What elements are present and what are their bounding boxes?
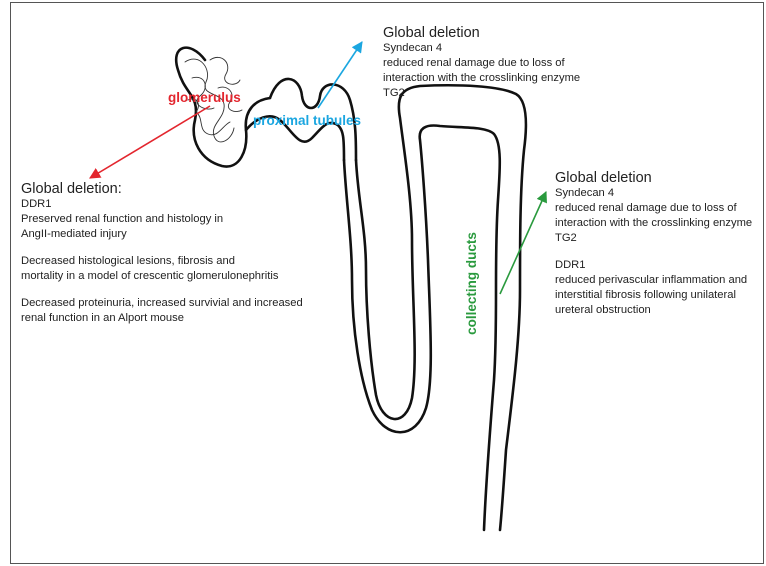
annotation-line: AngII-mediated injury <box>21 227 303 242</box>
glomerulus-annotation-heading: Global deletion: <box>21 181 303 197</box>
annotation-line: reduced perivascular inflammation and <box>555 273 752 288</box>
annotation-line: DDR1 <box>555 258 752 273</box>
annotation-line: reduced renal damage due to loss of <box>555 201 752 216</box>
proximal-annotation-heading: Global deletion <box>383 25 580 41</box>
annotation-line: ureteral obstruction <box>555 303 752 318</box>
annotation-line: reduced renal damage due to loss of <box>383 56 580 71</box>
annotation-line: mortality in a model of crescentic glome… <box>21 269 303 284</box>
annotation-line: Syndecan 4 <box>383 41 580 56</box>
annotation-line: interaction with the crosslinking enzyme <box>383 71 580 86</box>
annotation-line: Syndecan 4 <box>555 186 752 201</box>
annotation-line: interstitial fibrosis following unilater… <box>555 288 752 303</box>
proximal-arrow <box>318 42 362 108</box>
annotation-gap <box>21 284 303 296</box>
annotation-line: Preserved renal function and histology i… <box>21 212 303 227</box>
annotation-line: Decreased proteinuria, increased survivi… <box>21 296 303 311</box>
bowmans-capsule <box>176 48 270 167</box>
annotation-gap <box>21 242 303 254</box>
collecting-ducts-label: collecting ducts <box>464 232 479 335</box>
annotation-gap <box>555 246 752 258</box>
annotation-line: interaction with the crosslinking enzyme <box>555 216 752 231</box>
annotation-line: TG2 <box>383 86 580 101</box>
collecting-annotation-heading: Global deletion <box>555 170 752 186</box>
proximal-tubules-label: proximal tubules <box>253 113 361 128</box>
annotation-line: renal function in an Alport mouse <box>21 311 303 326</box>
glomerulus-label: glomerulus <box>168 90 241 105</box>
annotation-line: Decreased histological lesions, fibrosis… <box>21 254 303 269</box>
glomerulus-arrow <box>90 106 210 178</box>
annotation-line: DDR1 <box>21 197 303 212</box>
collecting-arrow <box>500 192 546 294</box>
annotation-line: TG2 <box>555 231 752 246</box>
